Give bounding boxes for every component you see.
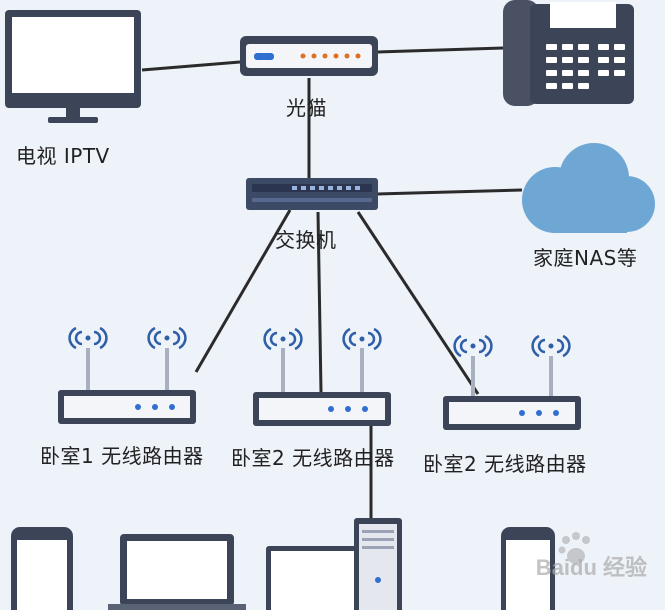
monitor-icon [266, 546, 370, 610]
wire-tv-modem [141, 60, 241, 72]
wireless-router-icon [58, 326, 196, 424]
connection-lines [141, 46, 523, 520]
smartphone-icon [11, 527, 73, 610]
laptop-icon [108, 534, 246, 610]
wireless-router-icon [443, 334, 581, 430]
wire-modem-phone [377, 46, 504, 54]
switch-icon [246, 178, 378, 210]
baidu-paw-logo-icon [558, 532, 590, 564]
nas-label: 家庭NAS等 [533, 246, 638, 270]
wire-switch-nas [377, 188, 523, 196]
wire-switch-router1 [194, 209, 292, 373]
wire-switch-router2 [316, 211, 323, 393]
tv-icon [5, 10, 141, 123]
modem-icon [240, 36, 378, 76]
telephone-icon [503, 0, 634, 106]
smartphone-icon [501, 527, 555, 610]
router2-label: 卧室2 无线路由器 [231, 446, 395, 470]
switch-label: 交换机 [275, 228, 337, 252]
tv-label: 电视 IPTV [16, 144, 110, 168]
cloud-icon [522, 143, 655, 233]
router1-label: 卧室1 无线路由器 [40, 444, 204, 468]
desktop-tower-icon [354, 518, 402, 610]
router3-label: 卧室2 无线路由器 [423, 452, 587, 476]
modem-label: 光猫 [286, 96, 327, 120]
watermark-text: Baidu 经验 [535, 555, 647, 580]
wireless-router-icon [253, 327, 391, 426]
wire-switch-router3 [356, 211, 480, 395]
